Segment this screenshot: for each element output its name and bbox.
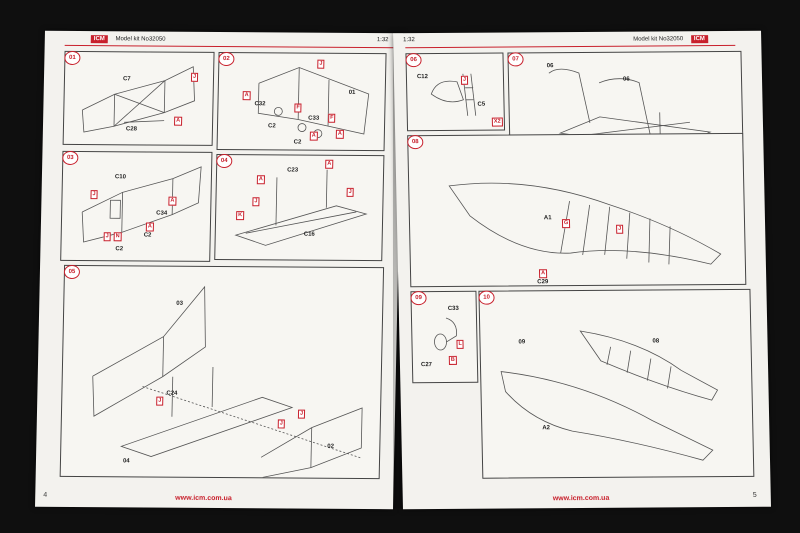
part-label: C33	[447, 305, 459, 312]
part-label: 02	[327, 443, 335, 450]
step-05-panel: 05 C24 03 04 02 J J J	[59, 264, 385, 480]
scale-label: 1:32	[403, 37, 415, 44]
material-tag: A	[242, 91, 251, 101]
step-09-drawing	[434, 317, 457, 351]
part-label: 01	[348, 89, 356, 96]
material-tag: J	[616, 224, 624, 234]
material-tag: A	[174, 116, 183, 126]
material-tag: B	[448, 355, 457, 365]
part-label: 03	[176, 300, 184, 307]
step-10-drawing	[500, 330, 719, 461]
part-label: C5	[477, 101, 486, 108]
material-tag: A	[335, 129, 344, 139]
step-03-drawing	[81, 166, 202, 243]
part-label: C24	[166, 390, 178, 397]
footer-url: www.icm.com.ua	[552, 494, 610, 503]
right-header: Model kit No32050 ICM	[633, 35, 708, 44]
part-label: C28	[125, 126, 138, 133]
material-tag: K	[236, 211, 245, 221]
material-tag: N	[113, 232, 122, 242]
step-02-panel: 02 C32 C2 C33 C2 01 J A F F A A	[216, 51, 387, 152]
part-label: C27	[420, 362, 433, 369]
part-label: C29	[537, 279, 549, 286]
step-04-panel: 04 C23 C16 A A J J K	[214, 153, 385, 262]
model-kit-label: Model kit No32050	[633, 36, 684, 43]
step-08-drawing	[448, 182, 722, 265]
material-tag: J	[346, 187, 354, 197]
brand-logo: ICM	[690, 35, 708, 44]
part-label: C16	[303, 231, 315, 238]
material-tag: J	[252, 197, 260, 207]
step-10-panel: 10 09 08 A2	[478, 288, 755, 479]
step-06-panel: 06 C12 C5 J X2	[405, 52, 506, 132]
step-01-panel: 01 C7 C28 J A	[62, 50, 215, 146]
material-tag: J	[156, 396, 164, 406]
material-tag: L	[456, 339, 465, 349]
part-label: C23	[287, 167, 299, 174]
material-tag: J	[460, 75, 469, 85]
part-label: C2	[293, 139, 302, 146]
part-label: C2	[267, 123, 276, 130]
material-tag: J	[103, 232, 111, 242]
footer-url: www.icm.com.ua	[175, 494, 232, 503]
part-label: 08	[652, 338, 660, 345]
material-tag: J	[317, 59, 325, 69]
part-label: C2	[115, 246, 124, 253]
part-label: C32	[254, 101, 266, 108]
part-label: C7	[122, 76, 131, 83]
model-kit-label: Model kit No32050	[115, 36, 166, 43]
step-05-drawing	[92, 285, 363, 478]
header-rule	[405, 44, 736, 49]
step-03-panel: 03 C10 C34 C2 C2 J A J N A	[60, 150, 213, 262]
part-label: 06	[622, 76, 630, 83]
material-tag: J	[90, 190, 98, 200]
step-04-drawing	[234, 169, 368, 246]
material-tag: J	[277, 419, 285, 429]
material-tag: A	[256, 175, 265, 185]
step-02-drawing	[257, 67, 370, 139]
step-09-panel: 09 C33 C27 L B	[410, 290, 479, 384]
step-01-drawing	[81, 66, 195, 133]
part-label: C2	[143, 232, 152, 239]
part-label: C10	[114, 174, 127, 181]
part-label: 06	[546, 63, 554, 70]
part-label: C12	[416, 74, 429, 81]
material-tag: F	[294, 103, 302, 113]
material-tag: A	[325, 159, 334, 169]
step-08-panel: 08 A1 C29 G J A	[407, 132, 747, 288]
page-number: 4	[43, 491, 48, 499]
part-label: A2	[542, 425, 551, 432]
page-number: 5	[752, 491, 757, 499]
part-label: 04	[122, 458, 130, 465]
material-tag: A	[538, 269, 548, 279]
material-tag: A	[309, 131, 318, 141]
step-06-drawing	[430, 73, 477, 116]
material-tag: X2	[491, 117, 503, 127]
part-label: C33	[308, 115, 320, 122]
material-tag: A	[168, 196, 177, 206]
material-tag: J	[297, 409, 306, 419]
material-tag: J	[190, 72, 199, 82]
part-label: A1	[543, 215, 552, 222]
scale-label: 1:32	[376, 37, 389, 44]
left-page: ICM Model kit No32050 1:32 01 C7 C28 J A…	[35, 30, 403, 510]
header-rule	[64, 44, 395, 49]
right-page: 1:32 Model kit No32050 ICM 06 C12 C5 J X…	[393, 30, 771, 510]
part-label: 09	[518, 339, 526, 346]
material-tag: G	[561, 219, 571, 229]
part-label: C34	[156, 210, 168, 217]
material-tag: F	[328, 113, 336, 123]
brand-logo: ICM	[90, 35, 108, 44]
material-tag: A	[145, 222, 154, 232]
left-header: ICM Model kit No32050	[90, 35, 166, 44]
